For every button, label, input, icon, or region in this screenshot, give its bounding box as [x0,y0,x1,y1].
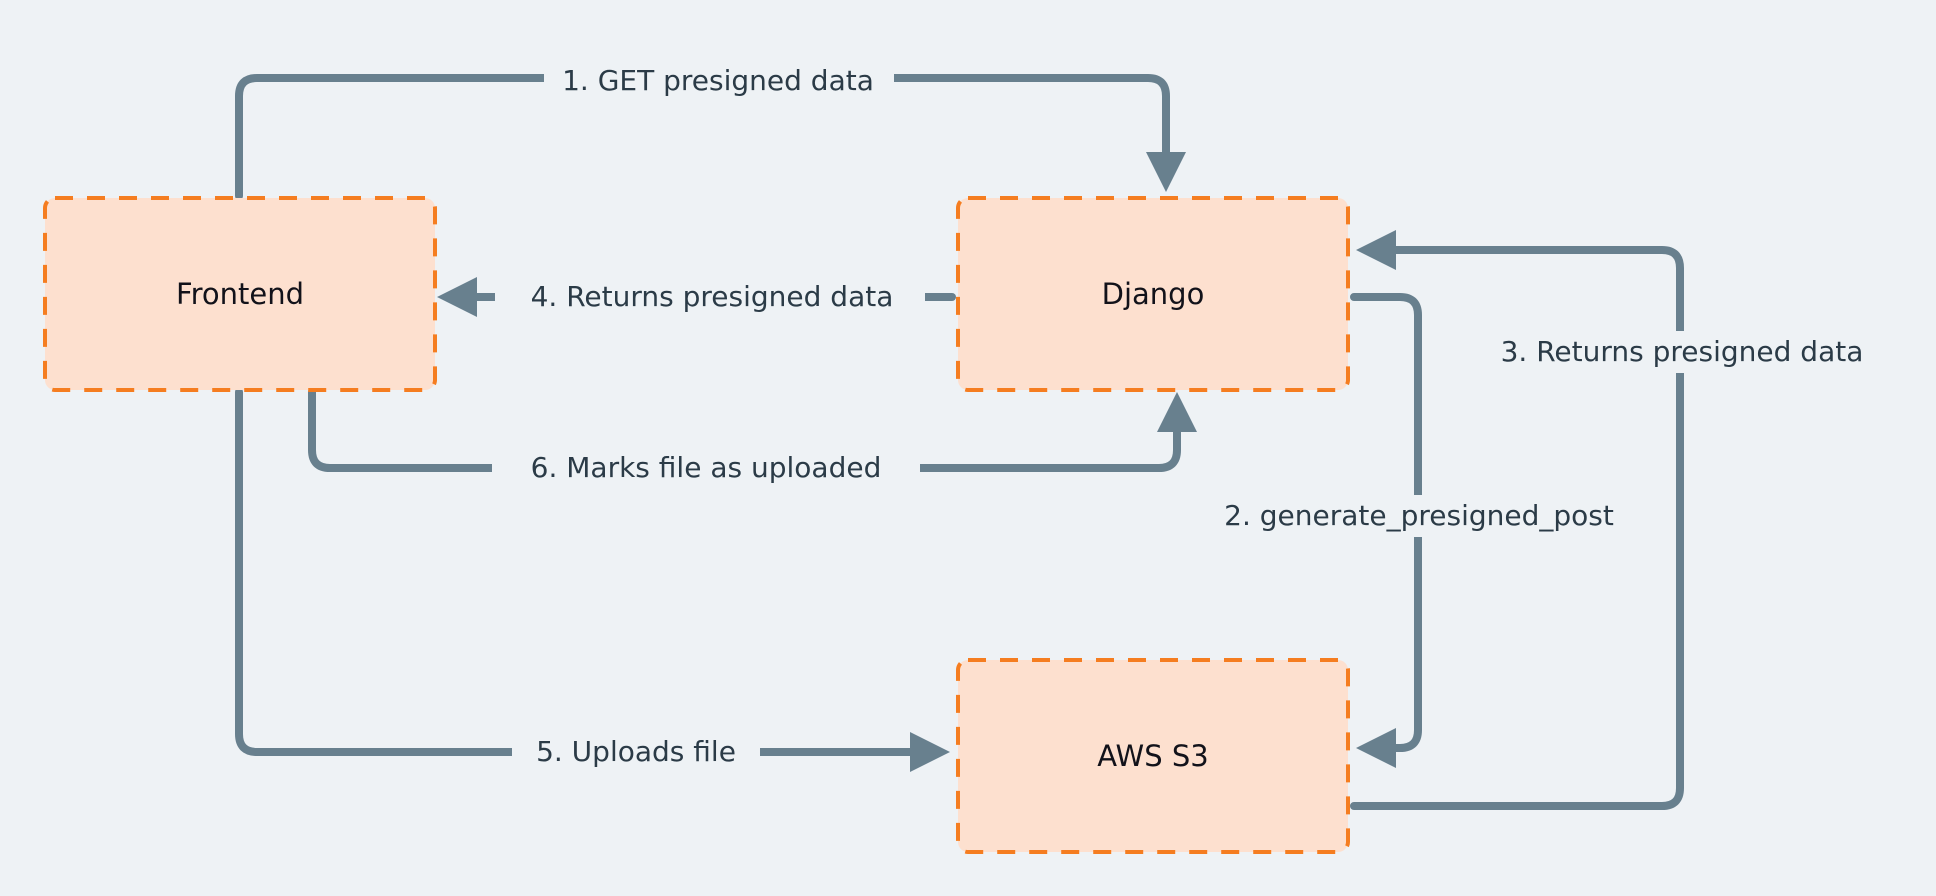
edge-4-label-backdrop [495,276,925,318]
edge-5-label-backdrop [512,731,760,773]
edge-3-label-backdrop [1472,331,1892,373]
edge-6-label-group: 6. Marks file as uploaded [492,447,920,489]
edge-5-path [235,388,920,756]
node-frontend-label: Frontend [176,277,304,311]
edge-1-label-backdrop [544,60,894,102]
edge-3-arrowhead [1356,230,1396,270]
edge-2-label: 2. generate_presigned_post [1224,499,1614,532]
node-aws-s3[interactable]: AWS S3 [956,658,1350,854]
edge-2-label-group: 2. generate_presigned_post [1196,495,1642,537]
edge-4-label-group: 4. Returns presigned data [495,276,925,318]
edge-3-label-group: 3. Returns presigned data [1472,331,1892,373]
edge-1-arrowhead [1146,152,1186,192]
edge-1-label: 1. GET presigned data [562,64,874,97]
edge-3-path [1350,246,1684,810]
edge-4-label: 4. Returns presigned data [531,280,894,313]
edge-2-arrowhead [1356,728,1396,768]
edge-5-label: 5. Uploads file [536,735,736,768]
edge-5-arrowhead [910,732,950,772]
node-django-box[interactable] [956,196,1350,392]
edge-3-label: 3. Returns presigned data [1501,335,1864,368]
edge-6-label: 6. Marks file as uploaded [531,451,882,484]
node-frontend-box[interactable] [43,196,437,392]
edge-4-arrowhead [437,277,477,317]
node-frontend[interactable]: Frontend [43,196,437,392]
edge-1-label-group: 1. GET presigned data [544,60,894,102]
edge-5-label-group: 5. Uploads file [512,731,760,773]
node-django-label: Django [1102,277,1205,311]
edge-5-uploads-file [235,388,950,772]
edge-6-arrowhead [1157,392,1197,432]
edge-2-label-backdrop [1196,495,1642,537]
edge-6-label-backdrop [492,447,920,489]
edge-3-returns-presigned-data [1350,230,1684,810]
node-django[interactable]: Django [956,196,1350,392]
node-aws-s3-label: AWS S3 [1097,739,1208,773]
node-aws-s3-box[interactable] [956,658,1350,854]
